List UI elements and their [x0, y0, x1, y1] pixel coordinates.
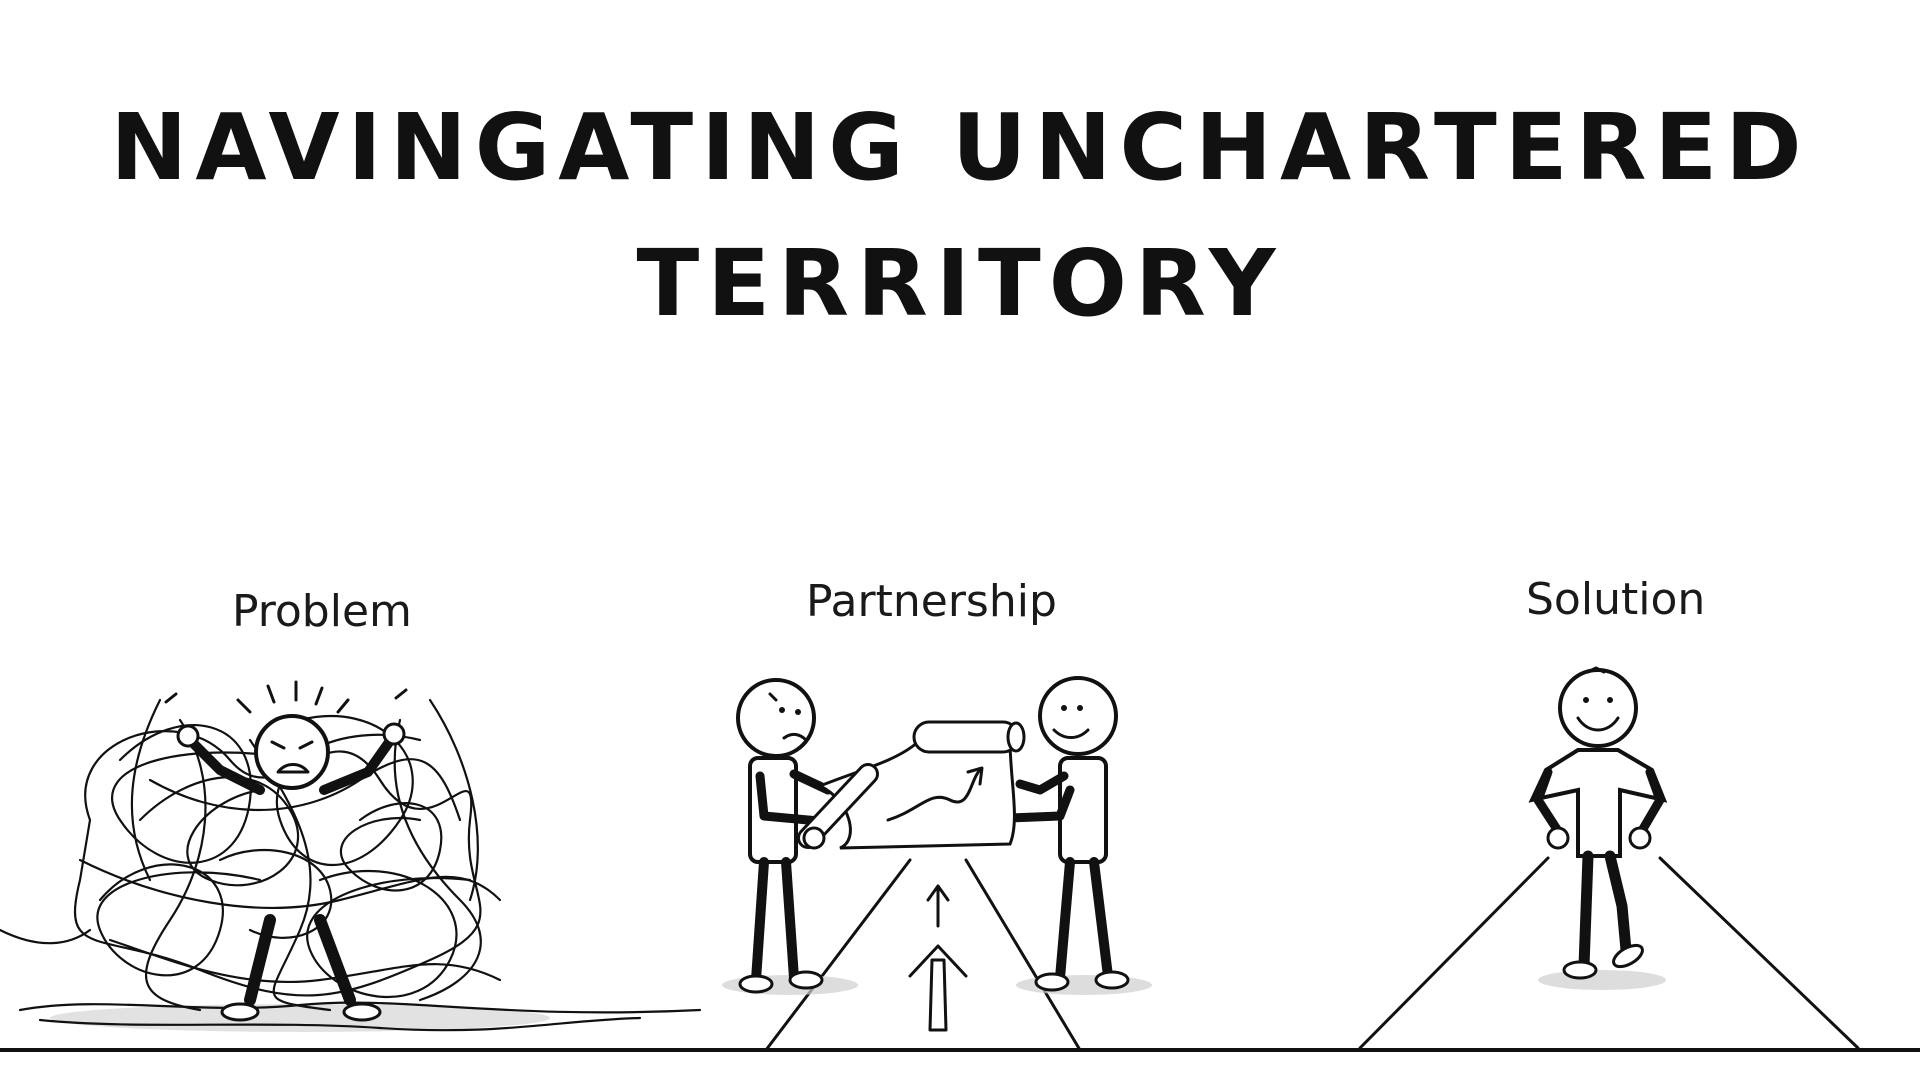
solution-head [1558, 668, 1638, 748]
title-line-1: NAVINGATING UNCHARTERED [110, 94, 1810, 201]
two-figures-holding-map-icon [722, 676, 1152, 1052]
problem-label: Problem [232, 586, 412, 637]
stress-lines [164, 680, 408, 714]
partner-left-head [736, 678, 816, 758]
title-line-2: TERRITORY [636, 230, 1284, 337]
smiling-stick-figure-icon [1358, 666, 1860, 1050]
road-arrows [908, 884, 968, 1032]
tangled-stick-figure-icon [0, 680, 702, 1032]
partner-right-head [1038, 676, 1118, 756]
partnership-label: Partnership [806, 576, 1057, 627]
problem-head [254, 714, 330, 790]
solution-label: Solution [1526, 574, 1706, 625]
page-title: NAVINGATING UNCHARTERED TERRITORY [0, 80, 1920, 352]
tangle-scribble [0, 698, 702, 1032]
scroll-map-icon [797, 720, 1026, 850]
